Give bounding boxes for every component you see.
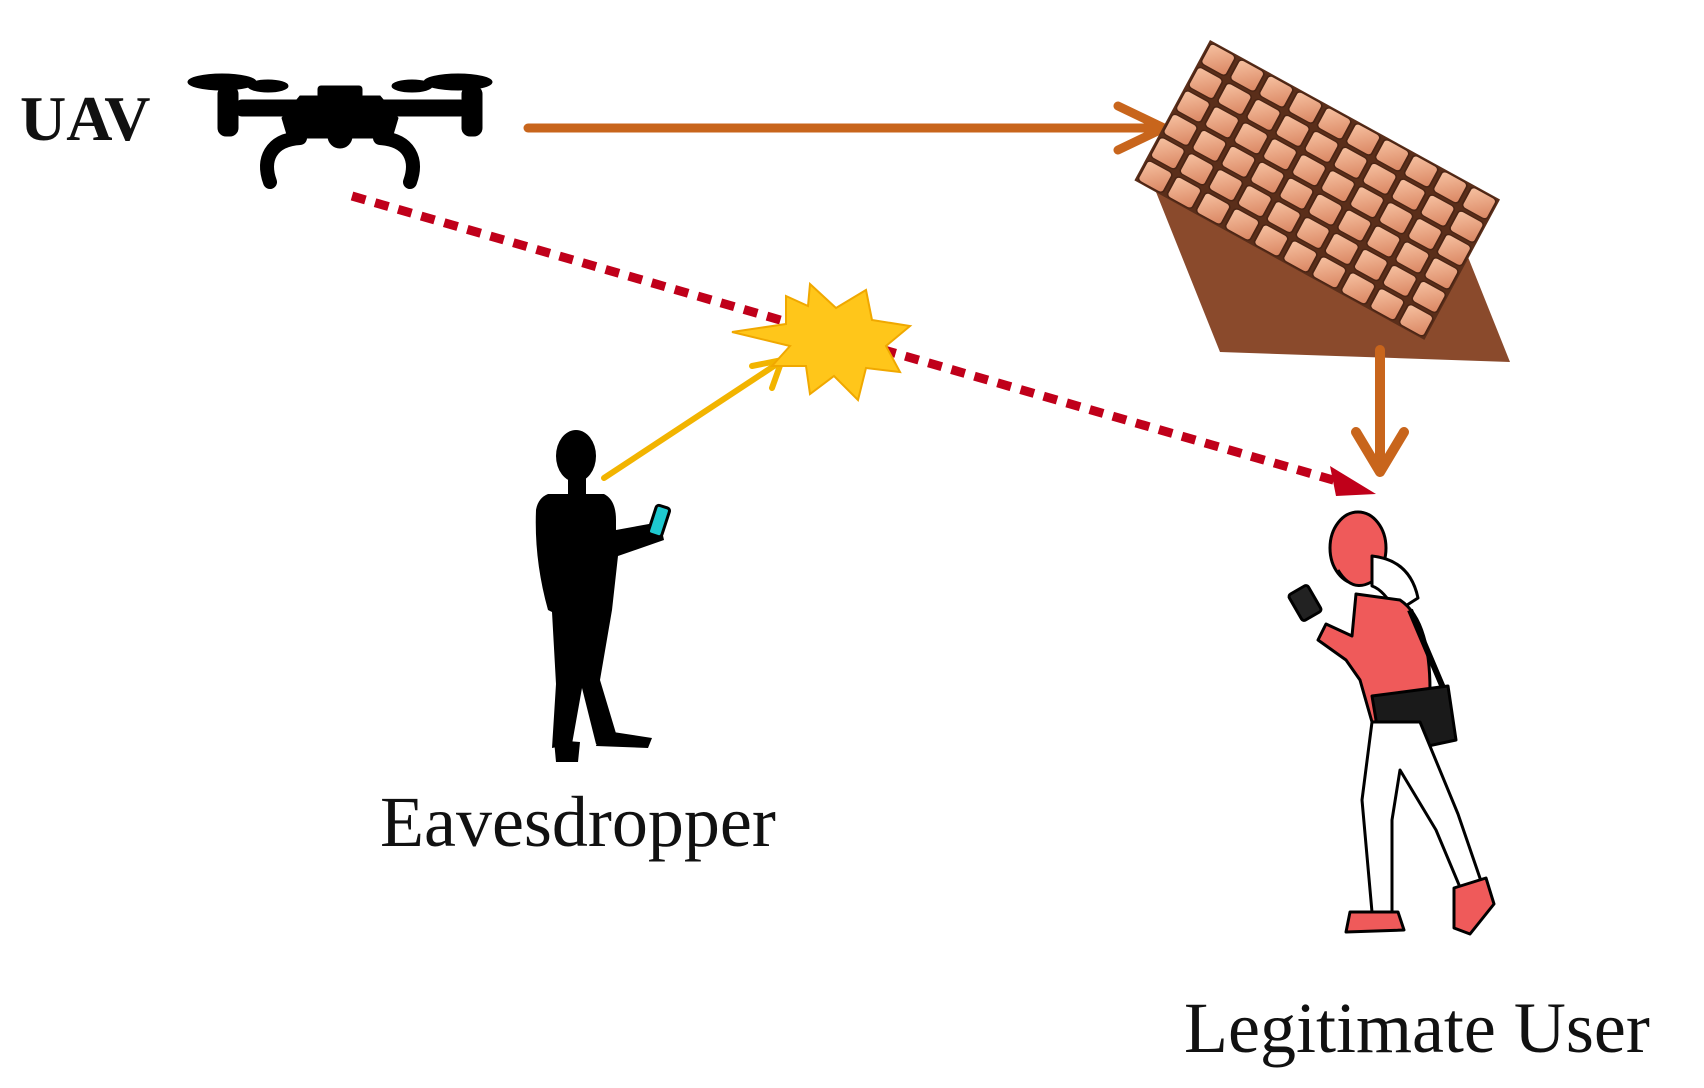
jamming-burst-icon (731, 281, 913, 402)
surface-tile (1295, 216, 1331, 250)
surface-tile (1374, 139, 1410, 172)
surface-tile (1258, 75, 1294, 108)
surface-tile (1220, 145, 1256, 179)
legitimate-user-label: Legitimate User (1184, 988, 1650, 1068)
drone-icon (187, 73, 493, 189)
surface-tile (1449, 210, 1485, 243)
surface-tile (1200, 43, 1236, 76)
surface-tile (1391, 178, 1427, 211)
surface-tile (1365, 225, 1401, 258)
surface-tile (1179, 152, 1215, 186)
surface-tile (1188, 66, 1224, 100)
surface-tile (1423, 257, 1459, 290)
surface-tile (1320, 169, 1356, 203)
surface-tile (1311, 256, 1347, 289)
eavesdropper-label: Eavesdropper (380, 782, 776, 862)
reflecting-surface-icon (1134, 40, 1510, 362)
surface-tile (1362, 162, 1398, 196)
surface-tile (1204, 106, 1240, 139)
surface-tile (1287, 91, 1323, 124)
surface-tile (1304, 130, 1340, 164)
surface-tile (1266, 200, 1302, 234)
surface-tile (1411, 280, 1447, 314)
surface-tile (1324, 232, 1360, 266)
surface-tile (1253, 224, 1289, 257)
surface-tile (1436, 233, 1472, 267)
surface-tile (1345, 123, 1381, 156)
surface-tile (1307, 193, 1343, 226)
legitimate-user-icon (1287, 510, 1496, 936)
surface-tile (1217, 82, 1253, 116)
surface-tile (1224, 208, 1260, 241)
surface-tile (1150, 137, 1186, 170)
eavesdropper-silhouette-icon (535, 430, 672, 762)
uav-label: UAV (20, 83, 150, 154)
surface-tile (1316, 107, 1352, 140)
surface-tile (1237, 184, 1273, 218)
surface-tile (1246, 98, 1282, 132)
surface-tile (1195, 192, 1231, 225)
surface-tile (1394, 241, 1430, 274)
surface-tile (1461, 186, 1497, 220)
surface-tile (1229, 59, 1265, 92)
surface-tile (1249, 161, 1285, 194)
surface-tile (1291, 154, 1327, 187)
surface-tile (1336, 209, 1372, 242)
surface-tile (1262, 138, 1298, 171)
surface-tile (1398, 303, 1434, 337)
surface-tile (1282, 240, 1318, 273)
eavesdropper-jamming-link (601, 356, 787, 481)
surface-tile (1275, 114, 1311, 148)
uav-to-surface-link (523, 101, 1169, 155)
surface-tile (1369, 288, 1405, 321)
surface-tile (1137, 160, 1173, 193)
surface-tile (1353, 248, 1389, 282)
surface-tile (1233, 122, 1269, 155)
surface-tile (1208, 168, 1244, 202)
surface-to-user-link (1351, 345, 1409, 477)
surface-tile (1340, 272, 1376, 305)
surface-tile (1407, 217, 1443, 251)
surface-tile (1432, 171, 1468, 204)
surface-tile (1382, 264, 1418, 298)
surface-tile (1191, 129, 1227, 163)
surface-tile (1420, 194, 1456, 227)
surface-tile (1166, 176, 1202, 209)
surface-tile (1162, 113, 1198, 147)
surface-tile (1349, 185, 1385, 219)
surface-tile (1378, 201, 1414, 235)
surface-tile (1403, 155, 1439, 188)
surface-tile (1175, 90, 1211, 123)
surface-tile (1333, 146, 1369, 180)
surface-tile (1278, 177, 1314, 210)
